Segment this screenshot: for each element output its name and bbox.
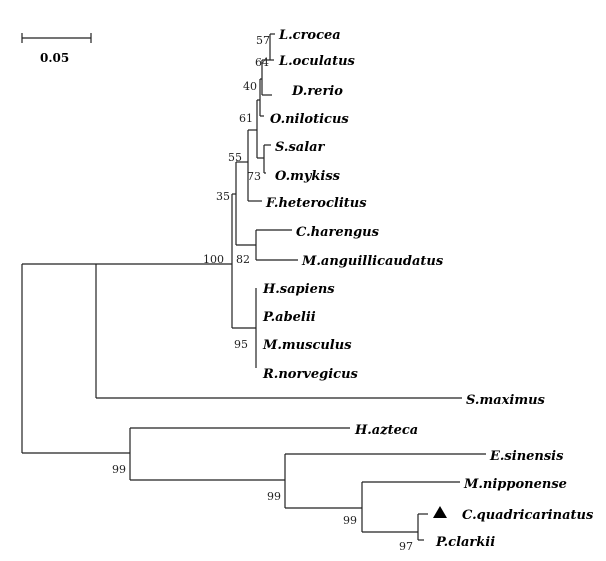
scale-bar-label: 0.05 [40,51,69,65]
taxon-label: M.anguillicaudatus [301,254,444,269]
support-value: 82 [236,253,250,266]
support-value: 40 [243,80,257,93]
support-value: 95 [234,338,248,351]
support-value: 57 [256,34,270,47]
support-values: 57 64 40 61 73 55 35 100 82 95 99 99 99 … [112,34,413,553]
tree-branches [21,33,486,541]
taxon-label: D.rerio [291,84,343,99]
taxon-labels: L.crocea L.oculatus D.rerio O.niloticus … [262,28,594,550]
taxon-label: M.musculus [262,338,352,353]
taxon-label: R.norvegicus [262,367,359,382]
taxon-label: P.clarkii [435,535,495,550]
support-value: 97 [399,540,413,553]
taxon-label: C.harengus [296,225,380,240]
taxon-label: O.mykiss [275,169,341,184]
taxon-label: E.sinensis [489,449,564,464]
triangle-marker-icon [433,506,447,518]
support-value: 99 [267,490,281,503]
support-value: 55 [228,151,242,164]
support-value: 99 [343,514,357,527]
support-value: 99 [112,463,126,476]
taxon-label: L.crocea [278,28,341,43]
support-value: 35 [216,190,230,203]
support-value: 61 [239,112,253,125]
taxon-label: P.abelii [262,310,316,325]
taxon-label: S.maximus [466,393,546,408]
support-value: 73 [247,170,261,183]
taxon-label: L.oculatus [278,54,356,69]
support-value: 64 [255,56,269,69]
support-value: 100 [203,253,224,266]
taxon-label: H.sapiens [262,282,335,297]
scale-bar: 0.05 [21,33,92,65]
taxon-label: C.quadricarinatus [462,508,594,523]
taxon-label: O.niloticus [270,112,349,127]
taxon-label: M.nipponense [463,477,567,492]
taxon-label: F.heteroclitus [265,196,367,211]
taxon-label: S.salar [275,140,326,155]
taxon-label: H.azteca [354,423,418,438]
